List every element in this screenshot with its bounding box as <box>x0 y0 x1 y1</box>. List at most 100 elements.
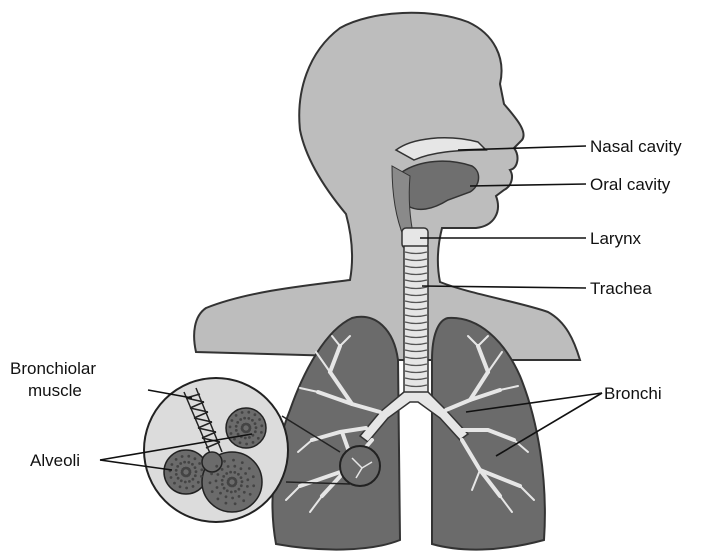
alveolus-dot <box>181 455 184 458</box>
alveolus-dot <box>197 481 200 484</box>
alveolus-dot <box>173 482 176 485</box>
alveolus-dot <box>240 467 243 470</box>
alveolus-dot <box>235 481 238 484</box>
alveolus-dot <box>191 463 194 466</box>
alveolus-dot <box>175 458 178 461</box>
alveolus-dot <box>225 502 228 505</box>
alveolus-dot <box>180 479 183 482</box>
alveolus-dot <box>211 490 214 493</box>
alveolus-dot <box>215 480 218 483</box>
alveolus-dot <box>200 475 203 478</box>
alveolus-dot <box>252 475 255 478</box>
alveolus-dot <box>249 427 252 430</box>
alveolus-dot <box>222 475 225 478</box>
alveolus-dot <box>239 441 242 444</box>
alveolus-dot <box>252 441 255 444</box>
alveolus-dot <box>183 461 186 464</box>
alveolus-dot <box>227 465 230 468</box>
alveolus-dot <box>233 465 236 468</box>
alveolus-dot <box>229 426 232 429</box>
alveolus-dot <box>248 436 251 439</box>
alveolus-dot <box>258 418 261 421</box>
alveolus-dot <box>229 471 232 474</box>
alveolus-dot <box>237 433 240 436</box>
label-trachea: Trachea <box>590 279 652 298</box>
alveolus-dot <box>254 430 257 433</box>
alveolus-dot <box>242 499 245 502</box>
alveolus-dot <box>187 455 190 458</box>
alveolus-dot <box>249 493 252 496</box>
alveolus-dot <box>236 421 239 424</box>
alveolus-dot <box>244 437 247 440</box>
alveolus-dot <box>241 461 244 464</box>
label-oral-cavity: Oral cavity <box>590 175 671 194</box>
alveolus-dot <box>260 431 263 434</box>
alveolus-dot <box>241 411 244 414</box>
alveolus-dot <box>192 478 195 481</box>
alveolus-dot <box>245 443 248 446</box>
alveolus-dot <box>248 467 251 470</box>
alveolus-dot <box>246 485 249 488</box>
alveolus-dot <box>177 477 180 480</box>
label-alveoli: Alveoli <box>30 451 80 470</box>
alveolus-dot <box>223 487 226 490</box>
alveolus-dot <box>215 465 218 468</box>
alveolus-dot <box>247 417 250 420</box>
alveolus-dot <box>254 413 257 416</box>
alveolus-dot <box>225 472 228 475</box>
alveolus-dot <box>184 481 187 484</box>
alveolus-dot <box>241 480 244 483</box>
alveolus-dot <box>234 490 237 493</box>
label-muscle: muscle <box>28 381 82 400</box>
alveolus-dot <box>234 502 237 505</box>
alveolus-dot <box>221 468 224 471</box>
alveolus-dot <box>251 419 254 422</box>
alveolus-dot <box>216 486 219 489</box>
alveolus-dot <box>192 485 195 488</box>
alveolus-dot <box>226 489 229 492</box>
alveolus-dot <box>187 461 190 464</box>
alveolus-dot <box>247 411 250 414</box>
alveolus-dot <box>170 476 173 479</box>
alveolus-dot <box>175 469 178 472</box>
alveolus-dot <box>179 485 182 488</box>
alveolus-dot <box>198 462 201 465</box>
alveolus-dot <box>240 484 243 487</box>
alveolus-dot <box>246 478 249 481</box>
alveolus-dot <box>185 487 188 490</box>
alveolus-dot <box>194 457 197 460</box>
label-bronchi: Bronchi <box>604 384 662 403</box>
alveolus-dot <box>171 463 174 466</box>
alveolus-dot <box>257 437 260 440</box>
alveolus-dot <box>239 418 242 421</box>
alveolus-dot <box>233 438 236 441</box>
alveolus-dot <box>195 470 198 473</box>
alveolus-dot <box>243 417 246 420</box>
alveolus-dot <box>194 466 197 469</box>
alveolus-dot <box>235 429 238 432</box>
alveolus-dot <box>252 484 255 487</box>
alveolus-dot <box>175 473 178 476</box>
alveolus-dot <box>179 462 182 465</box>
label-bronchiolar: Bronchiolar <box>10 359 96 378</box>
alveolus-dot <box>240 476 243 479</box>
alveolus-dot <box>225 495 228 498</box>
alveolus-dot <box>230 432 233 435</box>
alveolus-dot <box>243 491 246 494</box>
alveolus-dot <box>217 473 220 476</box>
label-nasal-cavity: Nasal cavity <box>590 137 682 156</box>
alveolus-dot <box>223 460 226 463</box>
alveolus-dot <box>231 497 234 500</box>
alveolus-dot <box>231 419 234 422</box>
alveolus-dot <box>238 488 241 491</box>
alveolus-dot <box>232 459 235 462</box>
alveolus-dot <box>238 495 241 498</box>
alveolus-dot <box>244 472 247 475</box>
body-silhouette <box>194 13 580 360</box>
alveolus-dot <box>254 422 257 425</box>
alveolus-dot <box>235 425 238 428</box>
alveolus-dot <box>221 483 224 486</box>
alveolus-dot <box>233 471 236 474</box>
alveolus-dot <box>217 498 220 501</box>
